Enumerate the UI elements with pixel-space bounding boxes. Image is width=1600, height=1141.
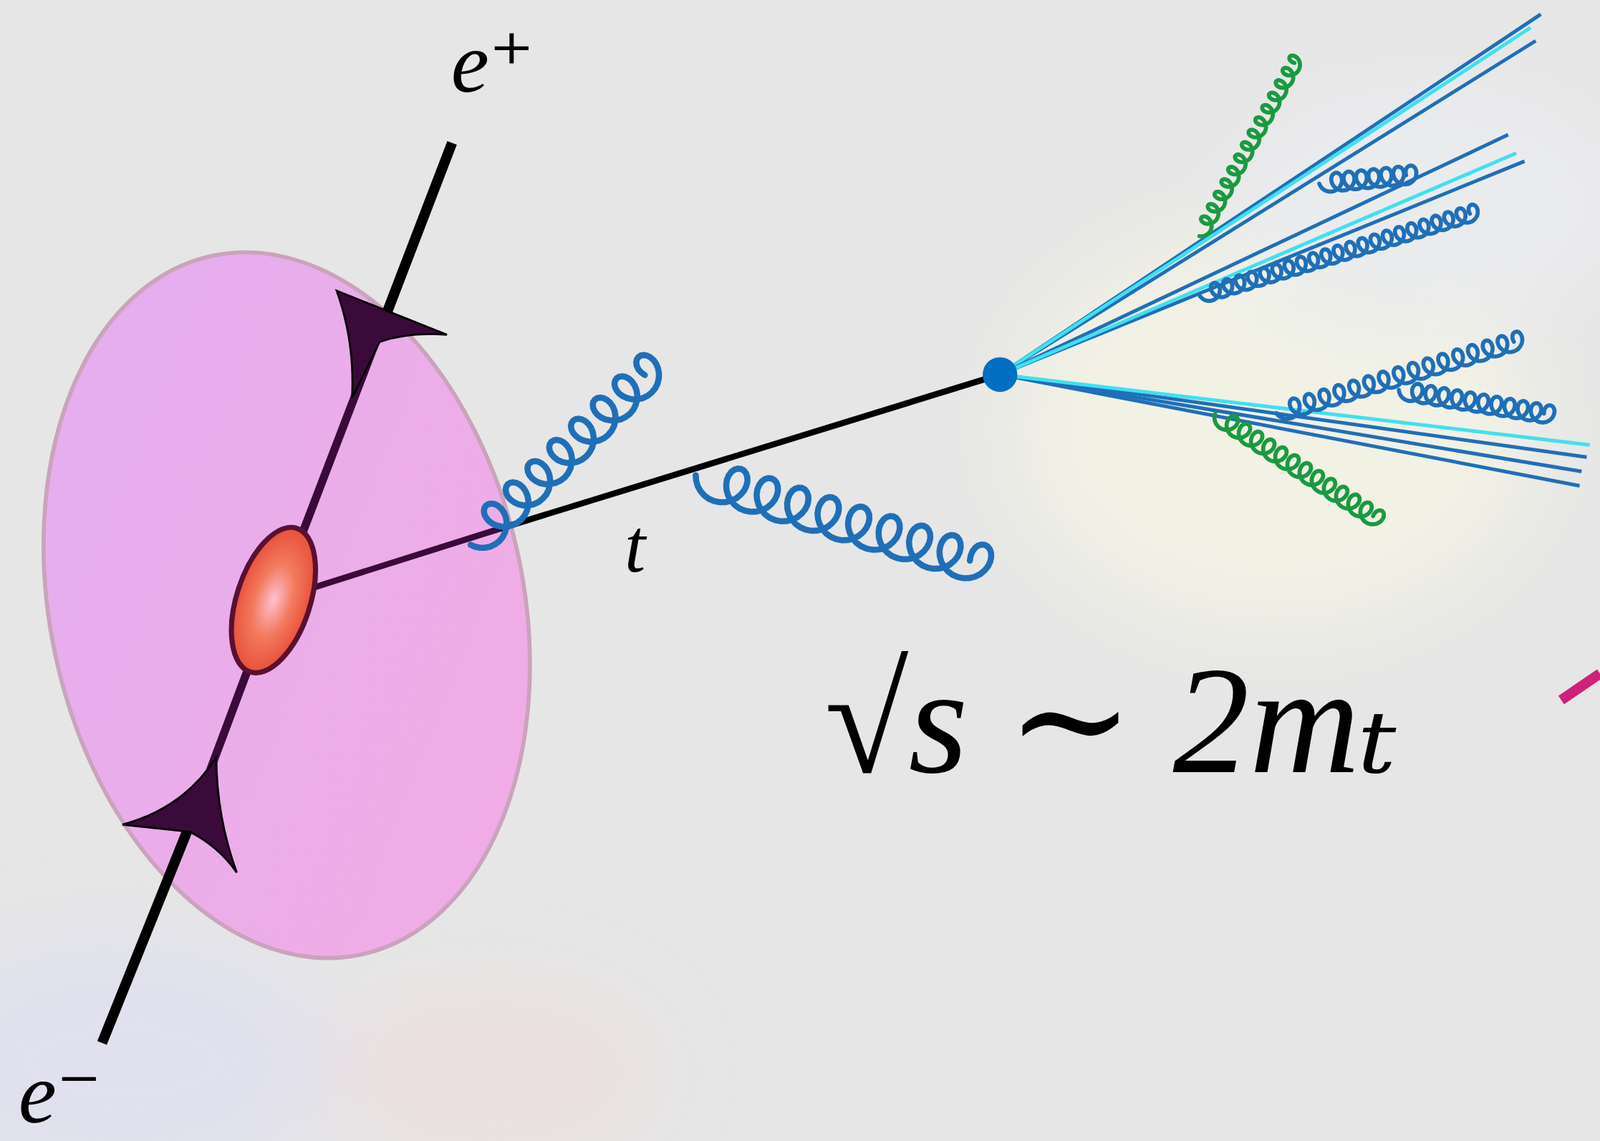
jet-track xyxy=(999,14,1541,375)
jet-track xyxy=(999,153,1517,375)
jet-track xyxy=(999,27,1531,374)
energy-formula: √s ∼ 2mₜ xyxy=(824,644,1398,798)
gluon xyxy=(1319,165,1416,192)
hard-vertex xyxy=(214,517,332,684)
top-line-inner xyxy=(305,528,500,590)
interaction-disc xyxy=(0,206,593,1004)
gluon xyxy=(1199,204,1478,302)
particle-label: t xyxy=(624,508,646,584)
jet-track xyxy=(999,134,1509,375)
fermion-arrow xyxy=(122,757,238,873)
top-quark-line xyxy=(499,374,1000,529)
magenta-stub xyxy=(1561,673,1600,700)
decay-vertex xyxy=(982,357,1018,392)
gluon xyxy=(1398,383,1555,423)
gluon xyxy=(695,468,992,578)
particle-label: e⁻ xyxy=(18,1050,102,1137)
electron-line xyxy=(101,824,190,1043)
background-glow xyxy=(0,81,1600,1141)
fermion-arrow xyxy=(336,290,447,399)
positron-line xyxy=(379,142,452,332)
particle-label: e⁺ xyxy=(451,20,535,106)
jet-track xyxy=(999,40,1536,375)
gluons xyxy=(470,55,1555,579)
gluon xyxy=(1214,413,1385,525)
gluon xyxy=(1199,55,1301,237)
jets xyxy=(999,14,1590,486)
